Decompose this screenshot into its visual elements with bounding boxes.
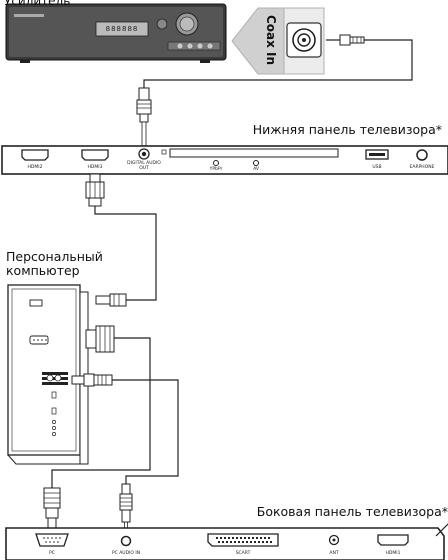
amplifier-label: Усилитель [4,0,71,8]
digital-audio-out-label-2: OUT [139,166,149,171]
coaxial-cable [136,34,413,147]
earphone-port [416,149,428,161]
hdmi2-port [21,149,49,161]
hdmi3-port-label: HDMI3 [87,165,103,170]
ypbpr-port [213,160,219,166]
hdmi1-port-label: HDMI1 [385,551,401,556]
earphone-port-label: EARPHONE [409,165,435,170]
side-panel-label: Боковая панель телевизора* [256,504,448,519]
scart-port [207,533,279,547]
pc-port-label: PC [49,551,55,556]
hdmi-cable [85,173,157,307]
digital-audio-out-port [138,148,150,160]
amplifier-display: 888888 [105,25,139,33]
ant-port-label: ANT [329,551,339,556]
scart-port-label: SCART [235,551,251,556]
amplifier-device [5,3,227,63]
pc-audio-in-port-label: PC AUDIO IN [111,551,141,556]
usb-port-label: USB [372,165,382,170]
bottom-panel-label: Нижняя панель телевизора* [252,122,442,137]
pc-audio-in-port [120,535,132,547]
av-port [253,160,259,166]
coax-in-jack [292,28,316,52]
digital-audio-out-label-1: DIGITAL AUDIO [127,161,161,166]
pc-tower [7,284,89,465]
hdmi3-port [81,149,109,161]
usb-port [365,149,389,160]
pc-label-line2: компьютер [6,263,80,278]
hdmi1-port [377,534,409,546]
pc-vga-port [35,533,69,547]
ant-port [328,534,340,546]
bottom-panel-slot [169,148,339,158]
av-port-label: AV [253,167,259,172]
audio-cable [71,373,179,533]
ypbpr-port-label: YPbPr [209,167,223,172]
coax-in-label: Coax In [264,14,279,66]
vga-cable [43,325,151,529]
hdmi2-port-label: HDMI2 [27,165,43,170]
pc-label: Персональный компьютер [6,250,103,278]
pc-label-line1: Персональный [6,249,103,264]
